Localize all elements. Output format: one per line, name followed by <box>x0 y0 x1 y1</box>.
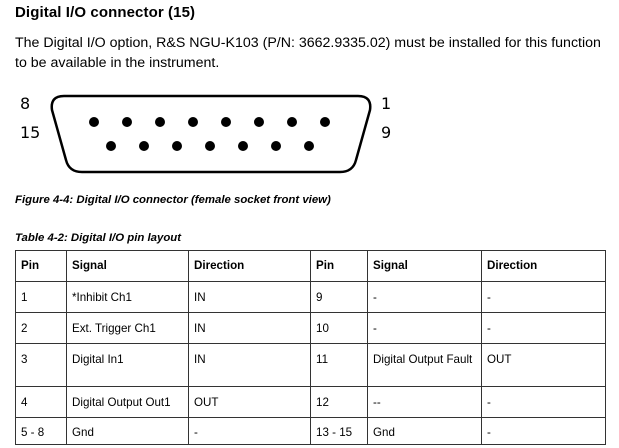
table-cell: - <box>481 312 606 344</box>
connector-pin <box>122 117 132 127</box>
table-cell: Gnd <box>367 417 482 445</box>
connector-pin <box>254 117 264 127</box>
table-cell: 3 <box>15 343 67 387</box>
connector-pin <box>271 141 281 151</box>
dsub-connector-shell <box>50 94 372 174</box>
table-cell: 2 <box>15 312 67 344</box>
connector-pin <box>238 141 248 151</box>
table-cell: Ext. Trigger Ch1 <box>66 312 189 344</box>
connector-pin <box>304 141 314 151</box>
figure-caption: Figure 4-4: Digital I/O connector (femal… <box>15 194 331 206</box>
table-cell: -- <box>367 386 482 418</box>
table-cell: OUT <box>481 343 606 387</box>
table-caption: Table 4-2: Digital I/O pin layout <box>15 232 182 244</box>
table-cell: - <box>188 417 311 445</box>
section-heading: Digital I/O connector (15) <box>15 4 196 21</box>
connector-figure: 8 15 1 9 <box>0 90 619 180</box>
header-pin: Pin <box>15 250 67 282</box>
table-cell: 12 <box>310 386 368 418</box>
table-cell: Gnd <box>66 417 189 445</box>
connector-pin <box>188 117 198 127</box>
connector-pin <box>172 141 182 151</box>
header-signal: Signal <box>66 250 189 282</box>
table-cell: 5 - 8 <box>15 417 67 445</box>
table-cell: - <box>367 312 482 344</box>
table-cell: 4 <box>15 386 67 418</box>
connector-pin <box>106 141 116 151</box>
table-cell: 1 <box>15 281 67 313</box>
connector-pin <box>139 141 149 151</box>
table-cell: - <box>481 281 606 313</box>
table-cell: 9 <box>310 281 368 313</box>
connector-pin <box>155 117 165 127</box>
table-cell: 10 <box>310 312 368 344</box>
connector-pin <box>89 117 99 127</box>
table-cell: Digital In1 <box>66 343 189 387</box>
header-signal: Signal <box>367 250 482 282</box>
pin-label-top-left: 8 <box>20 94 31 113</box>
table-cell: 13 - 15 <box>310 417 368 445</box>
table-row: 2 Ext. Trigger Ch1 IN 10 - - <box>15 312 606 344</box>
connector-pin <box>320 117 330 127</box>
pin-label-top-right: 1 <box>381 94 392 113</box>
pin-label-bottom-right: 9 <box>381 123 392 142</box>
header-direction: Direction <box>481 250 606 282</box>
table-cell: Digital Output Fault <box>367 343 482 387</box>
header-direction: Direction <box>188 250 311 282</box>
pin-layout-table: Pin Signal Direction Pin Signal Directio… <box>15 250 606 445</box>
connector-pin <box>205 141 215 151</box>
table-cell: OUT <box>188 386 311 418</box>
table-row: 4 Digital Output Out1 OUT 12 -- - <box>15 386 606 418</box>
table-cell: - <box>481 386 606 418</box>
table-cell: - <box>481 417 606 445</box>
table-row: 5 - 8 Gnd - 13 - 15 Gnd - <box>15 417 606 445</box>
header-pin: Pin <box>310 250 368 282</box>
table-cell: 11 <box>310 343 368 387</box>
table-cell: IN <box>188 343 311 387</box>
table-row: 3 Digital In1 IN 11 Digital Output Fault… <box>15 343 606 387</box>
table-cell: IN <box>188 281 311 313</box>
table-cell: Digital Output Out1 <box>66 386 189 418</box>
table-cell: - <box>367 281 482 313</box>
connector-pin <box>221 117 231 127</box>
intro-paragraph: The Digital I/O option, R&S NGU-K103 (P/… <box>15 35 601 71</box>
connector-pin <box>287 117 297 127</box>
pin-label-bottom-left: 15 <box>20 123 41 142</box>
table-cell: IN <box>188 312 311 344</box>
table-header-row: Pin Signal Direction Pin Signal Directio… <box>15 250 606 282</box>
table-cell: *Inhibit Ch1 <box>66 281 189 313</box>
table-row: 1 *Inhibit Ch1 IN 9 - - <box>15 281 606 313</box>
connector-outline <box>50 94 372 174</box>
